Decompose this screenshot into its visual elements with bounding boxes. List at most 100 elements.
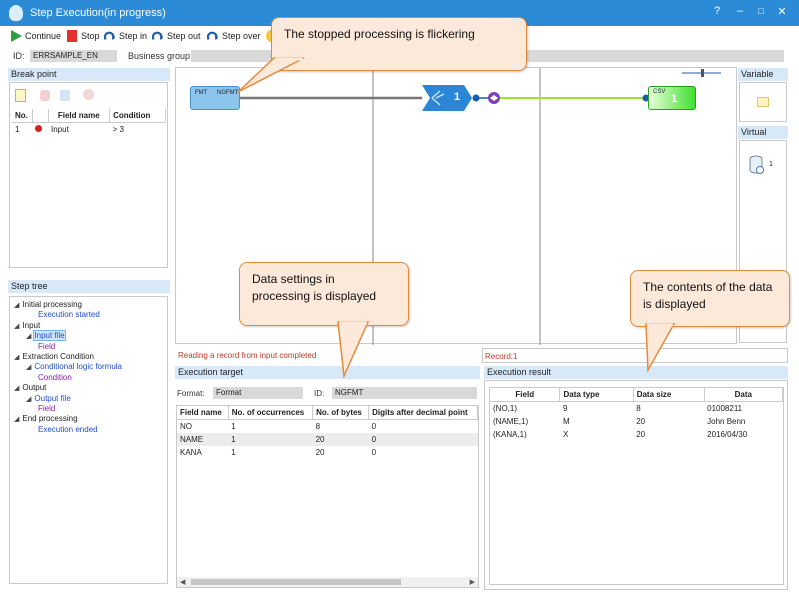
stop-icon: [66, 30, 78, 42]
table-cell: 1: [228, 420, 312, 434]
output-node-type: CSV: [653, 89, 665, 95]
new-breakpoint-icon[interactable]: [15, 89, 26, 102]
table-row[interactable]: NO180: [177, 420, 478, 434]
target-id-field: NGFMT: [332, 387, 477, 399]
col-condition: Condition: [110, 109, 166, 123]
expand-toggle-icon[interactable]: ◢: [26, 396, 31, 403]
tree-item-label: Execution ended: [38, 425, 98, 434]
tree-item[interactable]: ◢Input file: [26, 331, 65, 340]
table-cell: 1: [228, 446, 312, 459]
table-row[interactable]: KANA1200: [177, 446, 478, 459]
table-row[interactable]: (KANA,1)X202016/04/30: [490, 428, 783, 441]
col-data: Data: [704, 388, 782, 402]
minimize-icon[interactable]: –: [733, 5, 747, 17]
tree-item[interactable]: Field: [38, 342, 55, 351]
expand-toggle-icon[interactable]: ◢: [14, 354, 19, 361]
bp-field: Input: [48, 123, 110, 137]
execution-target-panel: Format: Format ID: NGFMT Field name No. …: [175, 380, 480, 590]
tree-item-label: Input: [22, 321, 40, 330]
step-out-icon: [152, 30, 164, 42]
tree-item[interactable]: ◢Input: [14, 321, 40, 330]
col-decimal: Digits after decimal point: [369, 406, 478, 420]
maximize-icon[interactable]: □: [754, 6, 768, 16]
target-table: Field name No. of occurrences No. of byt…: [177, 406, 478, 459]
expand-toggle-icon[interactable]: ◢: [26, 364, 31, 371]
step-over-button[interactable]: Step over: [207, 29, 261, 43]
callout-settings-pointer: [330, 320, 390, 378]
tree-item-label: Field: [38, 404, 55, 413]
record-indicator: Record:1: [485, 352, 517, 361]
step-over-label: Step over: [222, 31, 261, 41]
step-out-button[interactable]: Step out: [152, 29, 201, 43]
continue-button[interactable]: Continue: [10, 29, 61, 43]
variable-panel: [739, 82, 787, 122]
col-field-name: Field name: [48, 109, 110, 123]
format-label: Format:: [177, 389, 205, 398]
table-row[interactable]: (NAME,1)M20John Benn: [490, 415, 783, 428]
tree-item-label: Condition: [38, 373, 72, 382]
expand-toggle-icon[interactable]: ◢: [14, 323, 19, 330]
table-row[interactable]: 1 Input > 3: [12, 123, 166, 137]
tree-item[interactable]: ◢Extraction Condition: [14, 352, 94, 361]
col-data-size: Data size: [633, 388, 704, 402]
output-node[interactable]: CSV 1: [648, 86, 696, 110]
breakpoint-dot-icon: [32, 123, 48, 137]
expand-toggle-icon[interactable]: ◢: [14, 385, 19, 392]
expand-toggle-icon[interactable]: ◢: [26, 333, 31, 340]
table-cell: 8: [633, 402, 704, 416]
table-row[interactable]: NAME1200: [177, 433, 478, 446]
tree-item[interactable]: ◢Output: [14, 383, 46, 392]
tree-item-label: Output: [22, 383, 46, 392]
table-cell: 2016/04/30: [704, 428, 782, 441]
scroll-left-icon[interactable]: ◀: [180, 578, 185, 586]
table-cell: X: [560, 428, 633, 441]
col-occurrences: No. of occurrences: [228, 406, 312, 420]
expand-toggle-icon[interactable]: ◢: [14, 416, 19, 423]
table-cell: 01008211: [704, 402, 782, 416]
input-node[interactable]: FMT NGFMT: [190, 86, 240, 110]
callout-settings: Data settings in processing is displayed: [239, 262, 409, 326]
table-cell: (KANA,1): [490, 428, 560, 441]
delete-breakpoint-icon[interactable]: [40, 90, 50, 101]
close-icon[interactable]: ✕: [775, 5, 789, 18]
col-field-name: Field name: [177, 406, 228, 420]
step-in-button[interactable]: Step in: [104, 29, 147, 43]
table-cell: 0: [369, 420, 478, 434]
copy-breakpoint-icon[interactable]: [60, 90, 70, 101]
table-cell: 20: [633, 428, 704, 441]
tree-item[interactable]: Execution started: [38, 310, 100, 319]
app-logo-icon: [9, 5, 23, 21]
callout-contents-pointer: [640, 322, 680, 372]
tree-item-label: End processing: [22, 414, 77, 423]
tree-item[interactable]: Field: [38, 404, 55, 413]
target-table-box: Field name No. of occurrences No. of byt…: [176, 405, 479, 588]
table-cell: 9: [560, 402, 633, 416]
tree-item[interactable]: ◢Output file: [26, 394, 71, 403]
scroll-right-icon[interactable]: ▶: [470, 578, 475, 586]
variable-icon[interactable]: [757, 97, 769, 107]
tree-item[interactable]: Condition: [38, 373, 72, 382]
horizontal-scrollbar[interactable]: ◀ ▶: [177, 577, 478, 587]
stop-button[interactable]: Stop: [66, 29, 100, 43]
scrollbar-thumb[interactable]: [191, 579, 401, 585]
process-node[interactable]: 1: [422, 85, 472, 111]
play-icon: [10, 30, 22, 42]
col-field: Field: [490, 388, 560, 402]
tree-item[interactable]: ◢Conditional logic formula: [26, 362, 122, 371]
help-icon[interactable]: ?: [710, 5, 724, 17]
expand-toggle-icon[interactable]: ◢: [14, 302, 19, 309]
tree-item[interactable]: ◢Initial processing: [14, 300, 82, 309]
table-row[interactable]: (NO,1)9801008211: [490, 402, 783, 416]
tree-item[interactable]: ◢End processing: [14, 414, 78, 423]
virtual-table-header: Virtual table: [738, 126, 788, 139]
table-cell: KANA: [177, 446, 228, 459]
steptree-header: Step tree: [8, 280, 170, 293]
tree-item[interactable]: Execution ended: [38, 425, 98, 434]
table-cell: 0: [369, 446, 478, 459]
database-icon[interactable]: [748, 155, 764, 175]
callout-contents: The contents of the data is displayed: [630, 270, 790, 327]
tree-item-label: Output file: [34, 394, 70, 403]
zoom-slider-thumb[interactable]: [701, 69, 704, 77]
breakpoint-table: No. Field name Condition 1 Input > 3: [12, 109, 166, 136]
clear-breakpoint-icon[interactable]: [83, 89, 94, 100]
